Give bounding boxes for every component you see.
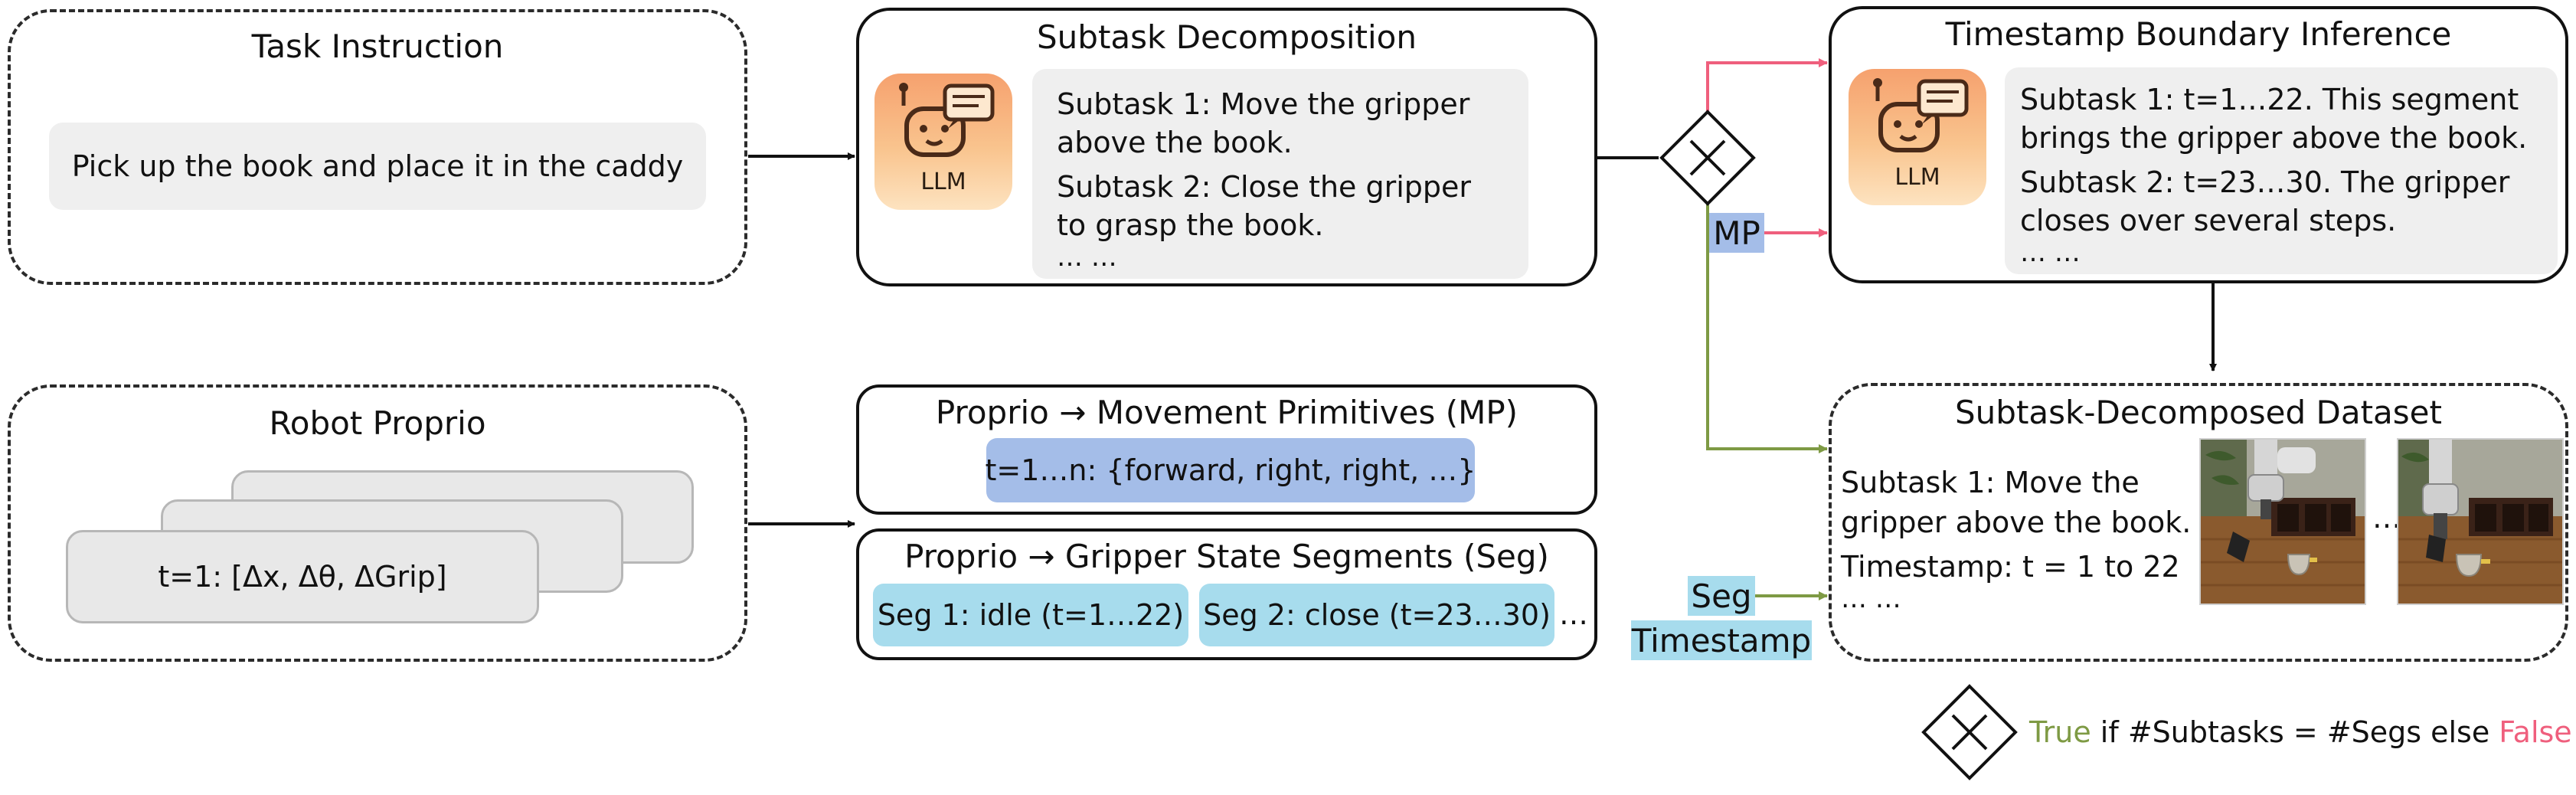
decomposition-line: to grasp the book. [1057,208,1324,242]
segment-2: Seg 2: close (t=23…30) [1199,584,1554,646]
llm-robot-icon: LLM [1849,69,1986,205]
arrow-decision-to-dataset [1706,202,1828,453]
robot-scene-image-1 [2199,438,2366,605]
task-instruction-title: Task Instruction [251,28,504,65]
mp-label: MP [1709,213,1764,253]
legend-diamond-icon [1921,684,2018,780]
decision-diamond-icon [1659,110,1756,206]
dataset-line: gripper above the book. [1841,505,2192,539]
legend-middle-text: if #Subtasks = #Segs else [2091,715,2499,749]
boundary-line: brings the gripper above the book. [2020,121,2528,155]
boundary-line: Subtask 1: t=1…22. This segment [2020,83,2519,116]
boundary-line: … … [2020,237,2081,268]
dataset-line: … … [1841,584,1901,614]
dataset-line: Timestamp: t = 1 to 22 [1841,550,2180,584]
gripper-segments-panel: Proprio → Gripper State Segments (Seg) S… [856,528,1597,660]
gripper-segments-title: Proprio → Gripper State Segments (Seg) [904,538,1549,575]
robot-proprio-panel: Robot Proprio t=1: [Δx, Δθ, ΔGrip] [8,384,747,662]
timestamp-label: Timestamp [1631,620,1812,660]
subtask-dataset-title: Subtask-Decomposed Dataset [1955,394,2442,431]
decomposition-output: Subtask 1: Move the gripper above the bo… [1032,69,1528,279]
task-instruction-panel: Task Instruction Pick up the book and pl… [8,9,747,285]
segment-1: Seg 1: idle (t=1…22) [873,584,1188,646]
timestamp-boundary-panel: Timestamp Boundary Inference LLM Subtask… [1829,6,2568,283]
llm-robot-icon: LLM [874,74,1012,210]
segments-ellipsis: … [1559,597,1588,631]
dataset-line: Subtask 1: Move the [1841,466,2140,499]
subtask-decomposition-panel: Subtask Decomposition LLM Subtask 1: Mov… [856,8,1597,286]
boundary-line: closes over several steps. [2020,204,2397,237]
timestamp-boundary-title: Timestamp Boundary Inference [1945,15,2452,53]
boundary-output: Subtask 1: t=1…22. This segment brings t… [2005,67,2558,274]
movement-primitives-panel: Proprio → Movement Primitives (MP) t=1…n… [856,384,1597,515]
decomposition-line: … … [1057,242,1117,273]
movement-primitives-content: t=1…n: {forward, right, right, …} [986,438,1476,502]
robot-proprio-title: Robot Proprio [269,404,486,442]
llm-label: LLM [1894,164,1940,191]
robot-scene-image-2 [2397,438,2564,605]
arrow-decision-to-boundary [1706,58,1828,113]
legend-false-word: False [2499,715,2572,749]
llm-label: LLM [920,168,966,195]
task-instruction-text: Pick up the book and place it in the cad… [49,123,706,210]
legend-true-word: True [2029,715,2091,749]
movement-primitives-title: Proprio → Movement Primitives (MP) [935,394,1518,431]
dataset-images-ellipsis: … [2372,501,2401,535]
boundary-line: Subtask 2: t=23…30. The gripper [2020,165,2510,199]
proprio-card-front: t=1: [Δx, Δθ, ΔGrip] [66,530,539,623]
subtask-decomposition-title: Subtask Decomposition [1037,18,1417,56]
decomposition-line: Subtask 2: Close the gripper [1057,170,1472,204]
legend-condition: True if #Subtasks = #Segs else False [2029,715,2572,749]
decomposition-line: above the book. [1057,126,1293,159]
seg-label: Seg [1688,576,1755,616]
subtask-dataset-panel: Subtask-Decomposed Dataset Subtask 1: Mo… [1829,383,2568,662]
decomposition-line: Subtask 1: Move the gripper [1057,87,1470,121]
